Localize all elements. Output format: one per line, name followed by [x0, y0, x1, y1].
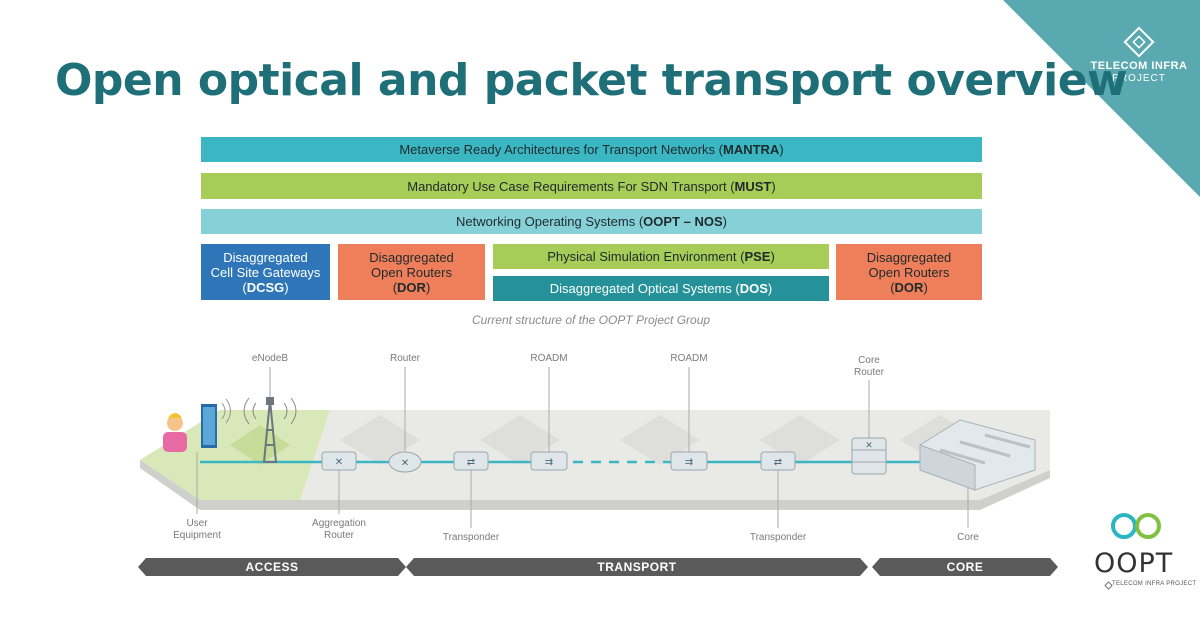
- label-enodeb: eNodeB: [252, 353, 288, 364]
- leader-lines: [196, 367, 969, 528]
- segment-core-label: CORE: [947, 560, 984, 574]
- svg-text:⇄: ⇄: [467, 457, 475, 468]
- label-user-1: User: [186, 518, 208, 529]
- label-aggregation-2: Router: [324, 530, 355, 541]
- segment-transport: TRANSPORT: [406, 558, 868, 576]
- structure-caption: Current structure of the OOPT Project Gr…: [471, 313, 711, 327]
- must-text: Mandatory Use Case Requirements For SDN …: [407, 178, 776, 194]
- svg-text:✕: ✕: [865, 440, 873, 450]
- segment-core: CORE: [872, 558, 1058, 576]
- label-aggregation-1: Aggregation: [312, 518, 366, 529]
- oopt-logo-icon: [1104, 513, 1161, 590]
- oopt-subtitle: TELECOM INFRA PROJECT: [1112, 581, 1197, 587]
- transponder-2-icon: ⇄: [760, 451, 796, 471]
- aggregation-router-icon: ✕: [321, 451, 357, 471]
- dcsg-line2: Cell Site Gateways: [210, 264, 321, 280]
- enodeb-tower-icon: [243, 397, 297, 463]
- label-user-2: Equipment: [173, 530, 221, 541]
- oopt-wordmark: OOPT: [1094, 548, 1174, 579]
- brand-line1: TELECOM INFRA: [1090, 60, 1188, 72]
- svg-text:✕: ✕: [401, 458, 409, 469]
- dor-left-line1: Disaggregated: [369, 249, 454, 265]
- label-router: Router: [390, 353, 421, 364]
- core-datacenter-icon: [919, 419, 1036, 491]
- svg-text:✕: ✕: [335, 457, 343, 468]
- dor-right-box: Disaggregated Open Routers (DOR): [836, 244, 982, 300]
- dor-left-abbr: (DOR): [392, 279, 431, 295]
- roadm-1-icon: ⇉: [530, 451, 568, 471]
- svg-text:⇄: ⇄: [774, 457, 782, 468]
- svg-text:⇉: ⇉: [545, 457, 553, 468]
- label-core-router-2: Router: [854, 367, 885, 378]
- page-title: Open optical and packet transport overvi…: [55, 55, 1128, 106]
- dor-right-line2: Open Routers: [868, 264, 950, 280]
- label-core-router-1: Core: [858, 355, 880, 366]
- ground-platform: [140, 410, 1050, 510]
- roadm-2-icon: ⇉: [670, 451, 708, 471]
- dcsg-abbr: (DCSG): [242, 279, 289, 295]
- segment-transport-label: TRANSPORT: [597, 560, 676, 574]
- brand-line2: PROJECT: [1112, 73, 1166, 84]
- mantra-bar: Metaverse Ready Architectures for Transp…: [201, 137, 982, 162]
- dor-right-line1: Disaggregated: [866, 249, 952, 265]
- segment-access-label: ACCESS: [245, 560, 298, 574]
- label-core: Core: [957, 532, 979, 543]
- must-bar: Mandatory Use Case Requirements For SDN …: [201, 173, 982, 199]
- pse-text: Physical Simulation Environment (PSE): [547, 249, 775, 264]
- pse-bar: Physical Simulation Environment (PSE): [493, 244, 829, 269]
- dor-left-box: Disaggregated Open Routers (DOR): [338, 244, 485, 300]
- mantra-text: Metaverse Ready Architectures for Transp…: [399, 142, 784, 157]
- dcsg-line1: Disaggregated: [223, 249, 308, 265]
- label-roadm-1: ROADM: [530, 353, 567, 364]
- svg-text:⇉: ⇉: [685, 457, 693, 468]
- core-router-icon: ✕: [851, 437, 887, 475]
- nos-bar: Networking Operating Systems (OOPT – NOS…: [201, 209, 982, 234]
- dcsg-box: Disaggregated Cell Site Gateways (DCSG): [201, 244, 330, 300]
- segment-access: ACCESS: [138, 558, 406, 576]
- user-equipment-icon: [163, 398, 231, 452]
- transponder-1-icon: ⇄: [453, 451, 489, 471]
- label-transponder-2: Transponder: [750, 532, 807, 543]
- nos-text: Networking Operating Systems (OOPT – NOS…: [456, 214, 727, 229]
- label-roadm-2: ROADM: [670, 353, 707, 364]
- dor-left-line2: Open Routers: [371, 264, 452, 280]
- router-icon: ✕: [388, 451, 422, 473]
- dos-bar: Disaggregated Optical Systems (DOS): [493, 276, 829, 301]
- dos-text: Disaggregated Optical Systems (DOS): [549, 281, 773, 296]
- label-transponder-1: Transponder: [443, 532, 500, 543]
- tip-logo-icon: [1123, 26, 1155, 58]
- dor-right-abbr: (DOR): [890, 279, 928, 295]
- tip-brand: TELECOM INFRA PROJECT: [1080, 60, 1198, 84]
